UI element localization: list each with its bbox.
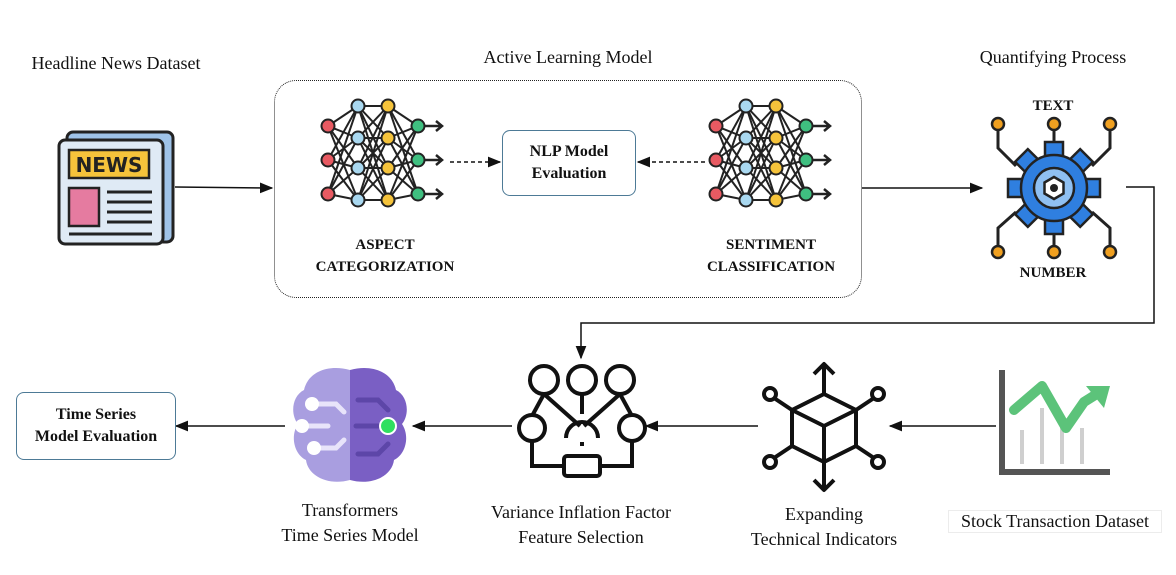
nn-edge xyxy=(327,105,359,161)
nn-edge xyxy=(715,105,747,161)
nn-node xyxy=(350,98,366,114)
expanding-line1: Expanding xyxy=(785,504,863,524)
nn-edge xyxy=(745,137,777,201)
nn-node xyxy=(708,186,724,202)
nn-edge xyxy=(387,137,419,195)
ts-eval-line1: Time Series xyxy=(55,406,137,423)
text-label: TEXT xyxy=(1032,98,1074,114)
neural-network-icon xyxy=(708,98,832,208)
aspect-line1: ASPECT xyxy=(355,237,415,253)
nn-node xyxy=(798,186,814,202)
nn-edge xyxy=(387,125,419,201)
nn-edge xyxy=(775,125,807,201)
quantifying-title: Quantifying Process xyxy=(979,47,1127,67)
number-label: NUMBER xyxy=(1019,265,1087,281)
headline-dataset-title: Headline News Dataset xyxy=(31,53,201,73)
feature-network-icon xyxy=(517,364,647,478)
expanding-cube-icon xyxy=(762,362,886,492)
nn-node xyxy=(350,160,366,176)
neural-network-icon xyxy=(320,98,444,208)
stock-chart-icon xyxy=(999,370,1110,475)
aspect-label: ASPECT CATEGORIZATION xyxy=(300,234,470,278)
nn-node xyxy=(350,130,366,146)
nn-node xyxy=(768,192,784,208)
gear-circuit-icon xyxy=(990,116,1118,260)
nn-node xyxy=(798,152,814,168)
nn-node xyxy=(410,186,426,202)
nlp-line2: Evaluation xyxy=(531,165,607,182)
nn-node xyxy=(708,118,724,134)
nn-edge xyxy=(327,137,359,195)
nn-edge xyxy=(387,125,419,169)
nn-edge xyxy=(775,137,807,195)
nn-node xyxy=(380,130,396,146)
nn-node xyxy=(738,192,754,208)
vif-line2: Feature Selection xyxy=(518,527,644,547)
brain-ai-icon xyxy=(293,368,407,482)
transformers-label: Transformers Time Series Model xyxy=(250,498,450,548)
nn-edge xyxy=(357,137,389,201)
expanding-line2: Technical Indicators xyxy=(750,529,898,549)
nn-node xyxy=(768,160,784,176)
nn-node xyxy=(320,186,336,202)
expanding-label: Expanding Technical Indicators xyxy=(724,502,924,552)
nn-edge xyxy=(327,105,359,195)
nn-node xyxy=(410,152,426,168)
nn-node xyxy=(320,152,336,168)
nn-node xyxy=(350,192,366,208)
nn-node xyxy=(738,130,754,146)
arrow-news-to-model xyxy=(174,182,274,194)
nn-node xyxy=(380,98,396,114)
nn-node xyxy=(380,192,396,208)
nn-edge xyxy=(745,105,777,169)
sentiment-line2: CLASSIFICATION xyxy=(706,259,836,275)
nn-edge xyxy=(775,125,807,169)
nn-edge xyxy=(357,105,389,201)
stock-dataset-label: Stock Transaction Dataset xyxy=(948,510,1162,533)
nlp-line1: NLP Model xyxy=(529,143,609,160)
vif-line1: Variance Inflation Factor xyxy=(491,502,671,522)
transformers-line2: Time Series Model xyxy=(281,525,419,545)
active-learning-container xyxy=(274,80,862,298)
arrow-quantify-to-vif xyxy=(575,186,1155,360)
nn-edge xyxy=(715,105,747,195)
sentiment-label: SENTIMENT CLASSIFICATION xyxy=(686,234,856,278)
nn-edge xyxy=(715,137,747,195)
nlp-evaluation-box: NLP Model Evaluation xyxy=(502,130,636,196)
transformers-line1: Transformers xyxy=(301,500,399,520)
svg-text:NEWS: NEWS xyxy=(76,153,143,177)
vif-label: Variance Inflation Factor Feature Select… xyxy=(470,500,692,550)
nn-edge xyxy=(745,105,777,201)
aspect-line2: CATEGORIZATION xyxy=(315,259,455,275)
nn-node xyxy=(380,160,396,176)
ts-eval-line2: Model Evaluation xyxy=(34,428,158,445)
active-learning-title: Active Learning Model xyxy=(483,47,653,67)
time-series-evaluation-box: Time Series Model Evaluation xyxy=(16,392,176,460)
newspaper-icon: NEWS xyxy=(57,130,175,246)
nn-node xyxy=(320,118,336,134)
nn-node xyxy=(738,160,754,176)
nn-node xyxy=(410,118,426,134)
nn-node xyxy=(798,118,814,134)
nn-edge xyxy=(775,159,807,201)
nn-node xyxy=(708,152,724,168)
nn-edge xyxy=(357,105,389,169)
nn-edge xyxy=(387,159,419,201)
nn-node xyxy=(738,98,754,114)
nn-node xyxy=(768,130,784,146)
sentiment-line1: SENTIMENT xyxy=(725,237,817,253)
nn-node xyxy=(768,98,784,114)
